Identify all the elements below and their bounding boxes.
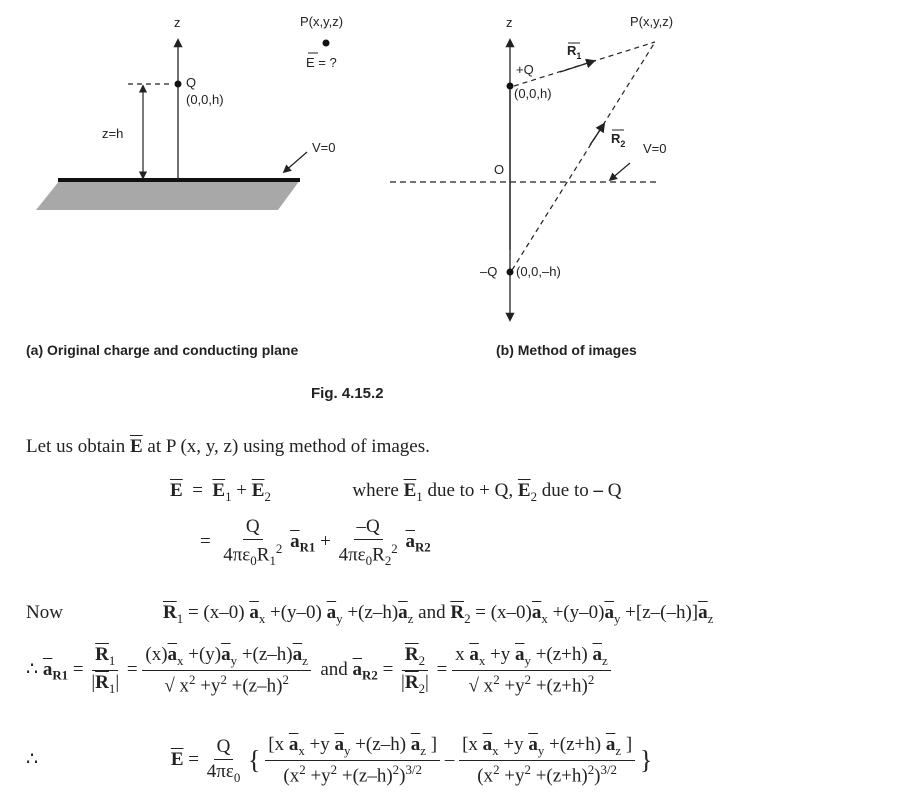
now-label: Now [26,602,63,623]
intro-text: Let us obtain E at P (x, y, z) using met… [26,436,430,457]
r2-label: R2 [611,131,625,149]
equation-r-vectors: R1 = (x–0) ax +(y–0) ay +(z–h)az and R2 … [163,602,714,626]
origin-label: O [494,162,504,177]
height-label: z=h [102,126,123,141]
equation-unit-vectors: ∴ aR1 = R1|R1| = (x)ax +(y)ay +(z–h)az√ … [26,644,611,697]
charge-point-a [174,80,182,88]
caption-b: (b) Method of images [496,342,637,358]
plane-label-b: V=0 [643,141,667,156]
r1-label: R1 [567,43,581,61]
neg-charge-point [506,268,514,276]
e-query-label: E = ? [306,55,337,70]
pos-charge-coords: (0,0,h) [514,86,552,101]
caption-a: (a) Original charge and conducting plane [26,342,299,358]
panel-b: z O +Q (0,0,h) –Q (0,0,–h) P(x,y,z) R1 R… [390,14,673,322]
charge-label-a: Q [186,75,196,90]
charge-coords-a: (0,0,h) [186,92,224,107]
point-p-a [322,39,330,47]
figure-number: Fig. 4.15.2 [311,385,384,402]
equation-e-sum: E = E1 + E2 where E1 due to + Q, E2 due … [170,480,622,504]
plane-pointer-b [608,162,631,182]
conducting-plane [36,180,300,210]
z-axis-label-a: z [174,15,181,30]
plane-label-a: V=0 [312,140,336,155]
z-axis-label-b: z [506,15,513,30]
point-p-label-a: P(x,y,z) [300,14,343,29]
pos-charge-point [506,82,514,90]
plane-pointer-a [282,151,308,174]
panel-a: z z=h Q (0,0,h) P(x,y,z) E = ? V=0 [36,14,343,210]
figure-diagram: z z=h Q (0,0,h) P(x,y,z) E = ? V=0 z O +… [36,14,673,322]
neg-charge-coords: (0,0,–h) [516,264,561,279]
point-p-label-b: P(x,y,z) [630,14,673,29]
neg-charge-label: –Q [480,264,497,279]
pos-charge-label: +Q [516,62,534,77]
